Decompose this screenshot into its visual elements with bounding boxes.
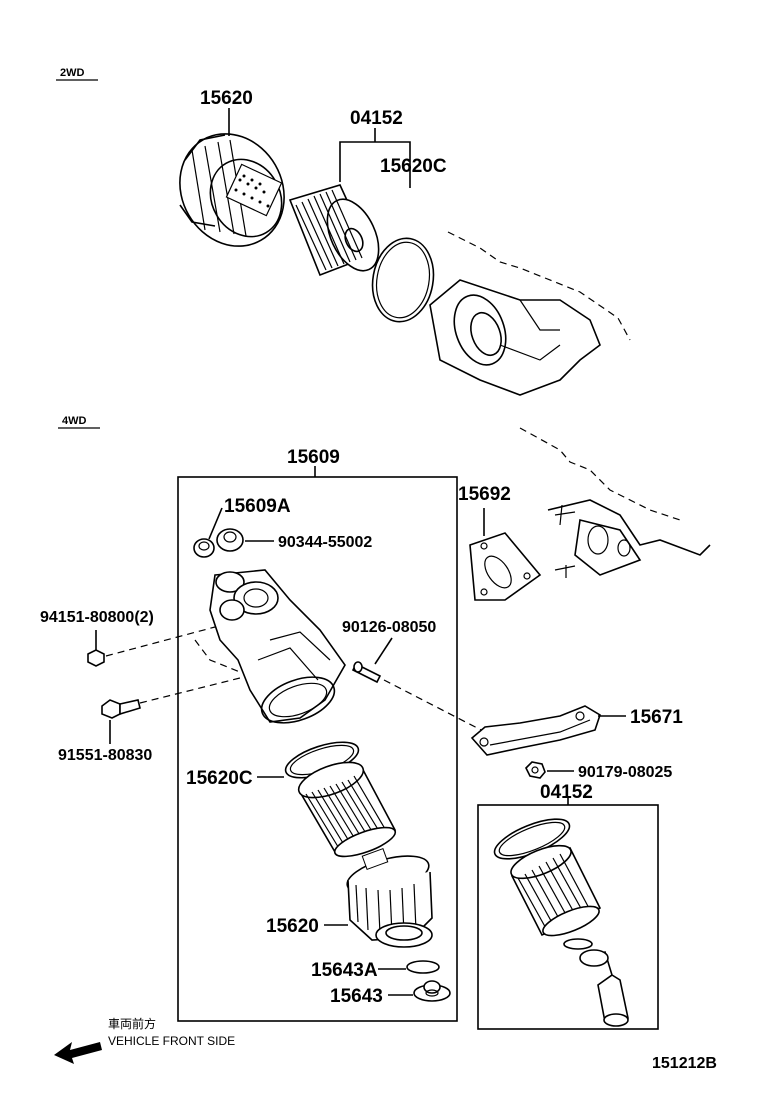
engine-block-bottom	[519, 427, 711, 578]
o-ring-15620C-top[interactable]	[366, 233, 440, 326]
jp-front-label: 車両前方	[108, 1016, 156, 1031]
label-15643A: 15643A	[311, 960, 378, 981]
filter-cap-15620-top[interactable]	[160, 115, 305, 265]
gasket-15692[interactable]	[469, 532, 542, 601]
drain-plug-15643[interactable]	[413, 980, 451, 1002]
bolt-94151-80800[interactable]	[87, 649, 105, 667]
label-90126-08050: 90126-08050	[342, 619, 436, 636]
label-15671: 15671	[630, 707, 683, 728]
label-04152-bottom: 04152	[540, 782, 593, 803]
filter-element-bottom[interactable]	[294, 755, 398, 862]
label-15620-top: 15620	[200, 88, 253, 109]
section-label-2wd: 2WD	[60, 67, 85, 79]
label-90179-08025: 90179-08025	[578, 764, 672, 781]
label-15620C-bottom: 15620C	[186, 768, 253, 789]
bracket-15671[interactable]	[470, 705, 601, 756]
filter-element-04152-bottom[interactable]	[490, 811, 629, 1027]
label-15620-bottom: 15620	[266, 916, 319, 937]
bolt-91551-80830[interactable]	[101, 699, 141, 719]
filter-housing-bracket[interactable]	[209, 569, 346, 732]
label-15609A: 15609A	[224, 496, 291, 517]
label-15620C-top: 15620C	[380, 156, 447, 177]
nut-90179-08025[interactable]	[525, 761, 546, 779]
label-90344-55002: 90344-55002	[278, 534, 372, 551]
label-91551-80830: 91551-80830	[58, 747, 152, 764]
label-15692: 15692	[458, 484, 511, 505]
left-arrow-icon	[54, 1042, 102, 1064]
stud-90126-08050[interactable]	[351, 661, 382, 684]
filter-cap-15620-bottom[interactable]	[343, 848, 433, 948]
front-indicator: 車両前方 VEHICLE FRONT SIDE	[54, 1016, 235, 1064]
section-2wd: 2WD 15620	[56, 67, 631, 396]
filter-element-04152-top[interactable]	[288, 184, 389, 279]
label-15643: 15643	[330, 986, 383, 1007]
section-4wd: 4WD 15609 15609A 90344-55002	[40, 415, 711, 1030]
label-15609: 15609	[287, 447, 340, 468]
plug-90344-55002[interactable]	[216, 528, 244, 552]
label-94151-80800: 94151-80800(2)	[40, 609, 154, 626]
engine-block-top	[429, 231, 631, 396]
gasket-15643A[interactable]	[406, 960, 440, 974]
vehicle-front-label: VEHICLE FRONT SIDE	[108, 1034, 235, 1048]
diagram-id: 151212B	[652, 1055, 717, 1072]
assembly-frame-15609	[177, 476, 458, 1022]
plug-15609A[interactable]	[193, 538, 215, 558]
label-04152-top: 04152	[350, 108, 403, 129]
section-label-4wd: 4WD	[62, 415, 87, 427]
